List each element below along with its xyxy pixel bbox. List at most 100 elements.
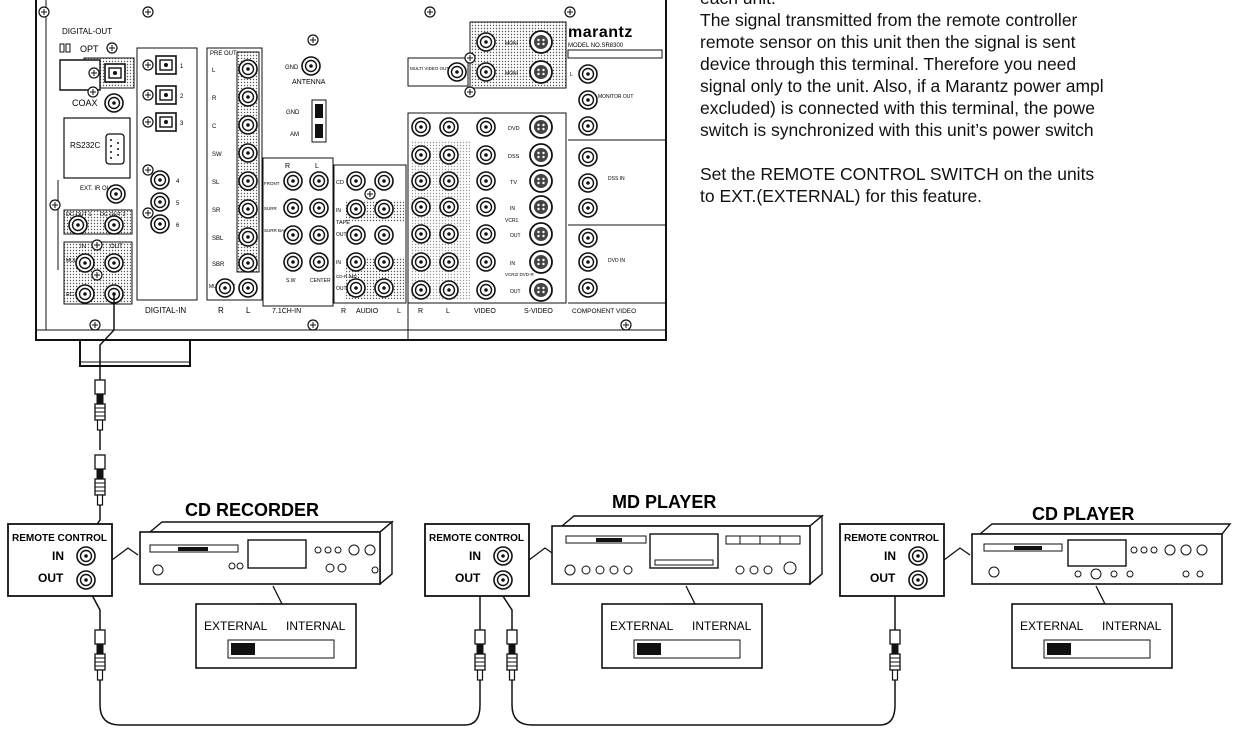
svideo-jack	[529, 115, 553, 139]
video-jack	[476, 171, 496, 191]
label-cd: CD	[336, 180, 344, 186]
dc-out-1-jack	[68, 215, 88, 235]
cd-r-jack	[346, 171, 366, 191]
digital-in-number: 6	[176, 223, 180, 229]
pre-out-channel-label: L	[212, 68, 216, 74]
component-jack	[578, 116, 598, 136]
pre-out-channel-label: SR	[212, 208, 221, 214]
cable-plug	[474, 629, 486, 681]
label-surr-back: SURR BACK	[264, 228, 290, 233]
label-tape-in: IN	[336, 208, 341, 214]
switch-internal-label: INTERNAL	[286, 619, 346, 633]
label-vcr1-in: IN	[510, 206, 515, 212]
optical-out-jack	[104, 63, 126, 83]
component-jack	[578, 173, 598, 193]
label-antenna: ANTENNA	[292, 79, 326, 86]
note-line: remote sensor on this unit then the sign…	[700, 32, 1076, 52]
display-window	[247, 539, 307, 569]
remote-out-label: OUT	[38, 571, 64, 585]
switch-external-label: EXTERNAL	[204, 619, 268, 633]
label-video-l: L	[446, 308, 450, 315]
svideo-jack	[529, 169, 553, 193]
multi-rc-in-jack	[75, 253, 95, 273]
label-component-video: COMPONENT VIDEO	[572, 308, 636, 315]
multi-out-l-jack	[238, 278, 258, 298]
device-cd-recorder: REMOTE CONTROL IN OUT CD RECORDER EXTERN…	[7, 500, 394, 669]
label-monitor-out: MONITOR OUT	[598, 94, 633, 100]
remote-out-label: OUT	[870, 571, 896, 585]
video-jack	[411, 280, 431, 300]
dc-out-2-jack	[104, 215, 124, 235]
device-cd-player: REMOTE CONTROL IN OUT CD PLAYER EXTERNAL…	[839, 504, 1232, 669]
pre-out-jack	[238, 59, 258, 79]
label-moni: MONI	[505, 41, 518, 47]
remote-out-jack	[76, 570, 96, 590]
switch-external-label: EXTERNAL	[1020, 619, 1084, 633]
label-digital-in: DIGITAL-IN	[145, 306, 186, 315]
cable-plug	[889, 629, 901, 681]
component-jack	[578, 198, 598, 218]
note-line: Set the REMOTE CONTROL SWITCH on the uni…	[700, 164, 1095, 184]
remote-out-label: OUT	[455, 571, 481, 585]
remote-in-label: IN	[469, 549, 481, 563]
label-71-l: L	[315, 163, 319, 170]
71-surr-l-jack	[309, 198, 329, 218]
note-cut-line: each unit.	[700, 0, 1234, 9]
label-s-video: S-VIDEO	[524, 308, 553, 315]
video-jack	[411, 252, 431, 272]
monitor-video-jack	[476, 32, 496, 52]
label-digital-out: DIGITAL-OUT	[62, 27, 112, 36]
remote-in-jack	[908, 546, 928, 566]
note-line: The signal transmitted from the remote c…	[700, 10, 1078, 30]
71-front-r-jack	[283, 171, 303, 191]
video-jack	[476, 197, 496, 217]
video-jack	[476, 252, 496, 272]
comp-y: L	[570, 72, 573, 78]
label-vcr1-out: OUT	[510, 233, 521, 239]
label-audio-r: R	[341, 308, 346, 315]
cable-plug	[506, 629, 518, 681]
note-line: excluded) is connected with this termina…	[700, 98, 1095, 118]
label-video-r: R	[418, 308, 423, 315]
monitor-svideo-jack	[529, 30, 553, 54]
switch-internal-label: INTERNAL	[1102, 619, 1162, 633]
svideo-jack	[529, 250, 553, 274]
cable-plug	[94, 454, 106, 506]
video-jack	[411, 117, 431, 137]
switch-knob	[231, 643, 255, 655]
component-jack	[578, 252, 598, 272]
digital-in-4-jack	[150, 170, 170, 190]
remote-out-jack	[908, 570, 928, 590]
video-jack	[411, 224, 431, 244]
remote-control-label: REMOTE CONTROL	[844, 533, 939, 544]
label-cdr-in: IN	[336, 260, 341, 266]
cdr-out-l-jack	[374, 278, 394, 298]
model-number: MODEL NO.SR8300	[568, 43, 624, 49]
remote-in-jack	[76, 546, 96, 566]
label-front: FRONT	[264, 181, 280, 186]
multi-out-r-jack	[215, 278, 235, 298]
receiver-rear-panel: DIGITAL-OUT OPT COAX RS232C EXT. IR OUT …	[35, 0, 667, 367]
digital-in-1-jack	[155, 55, 177, 75]
label-dvd: DVD	[508, 126, 520, 132]
rs232c-port	[105, 133, 125, 165]
display-window	[1067, 539, 1127, 567]
multi-video-out-jack	[447, 62, 467, 82]
pre-out-jack	[238, 143, 258, 163]
label-gnd: GND	[285, 65, 299, 71]
rc5-in-jack	[75, 284, 95, 304]
digital-in-6-jack	[150, 214, 170, 234]
remote-in-jack	[493, 546, 513, 566]
component-jack	[578, 147, 598, 167]
label-pre-out: PRE OUT	[210, 51, 237, 57]
pre-out-channel-label: SL	[212, 180, 220, 186]
component-jack	[578, 64, 598, 84]
label-audio: AUDIO	[356, 308, 379, 315]
digital-in-number: 3	[180, 121, 184, 127]
cdr-in-l-jack	[374, 252, 394, 272]
device-md-player: REMOTE CONTROL IN OUT MD PLAYER EXTERNAL…	[424, 492, 824, 669]
remote-in-label: IN	[884, 549, 896, 563]
label-moni-2: MONI	[505, 71, 518, 77]
label-video: VIDEO	[474, 308, 496, 315]
label-71ch-in: 7.1CH-IN	[272, 308, 301, 315]
